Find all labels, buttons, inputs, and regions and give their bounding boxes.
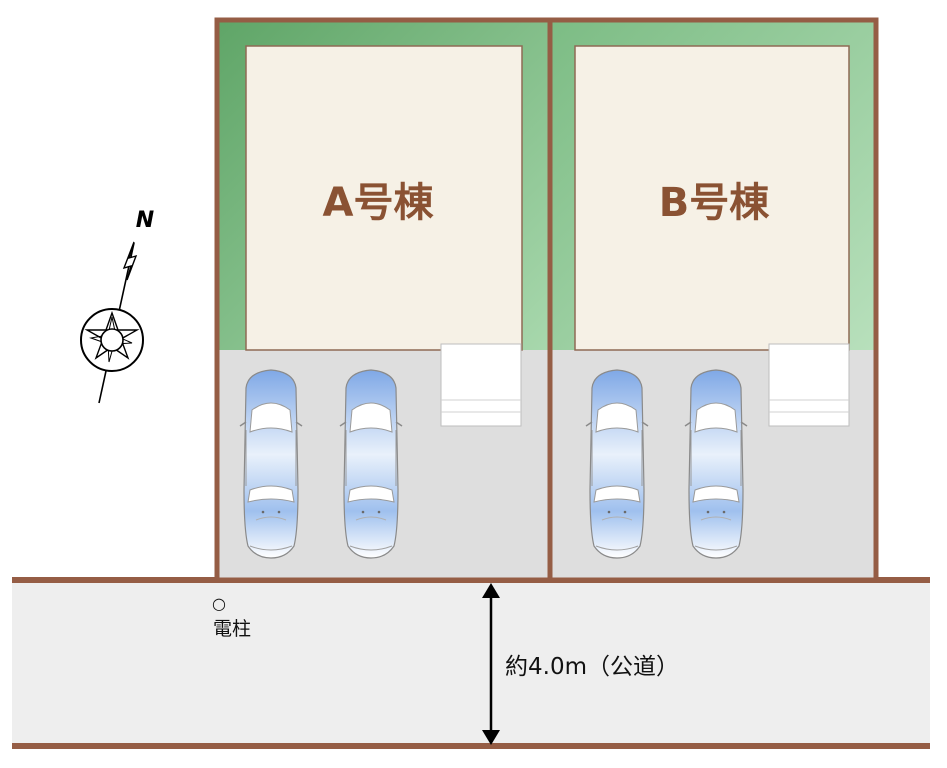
car-a-1 bbox=[239, 369, 303, 559]
road bbox=[12, 580, 930, 747]
lot-a-house bbox=[245, 45, 523, 351]
road-edge-bottom bbox=[12, 743, 930, 749]
compass-icon bbox=[80, 241, 144, 404]
car-b-1 bbox=[585, 369, 649, 559]
utility-pole-marker-icon: ○ bbox=[212, 594, 226, 613]
utility-pole-label: 電柱 bbox=[213, 618, 251, 640]
road-width-arrow bbox=[482, 583, 500, 745]
lot-b-entrance bbox=[768, 343, 850, 427]
lot-a-label: A号棟 bbox=[323, 180, 435, 226]
car-b-2 bbox=[684, 369, 748, 559]
lot-a-entrance bbox=[440, 343, 522, 427]
lot-b-label: B号棟 bbox=[659, 180, 770, 226]
car-a-2 bbox=[339, 369, 403, 559]
road-width-label: 約4.0m（公道） bbox=[505, 654, 679, 680]
lot-b-boundary bbox=[547, 17, 879, 583]
compass-north-label: N bbox=[136, 208, 154, 233]
lot-b-house bbox=[574, 45, 850, 351]
